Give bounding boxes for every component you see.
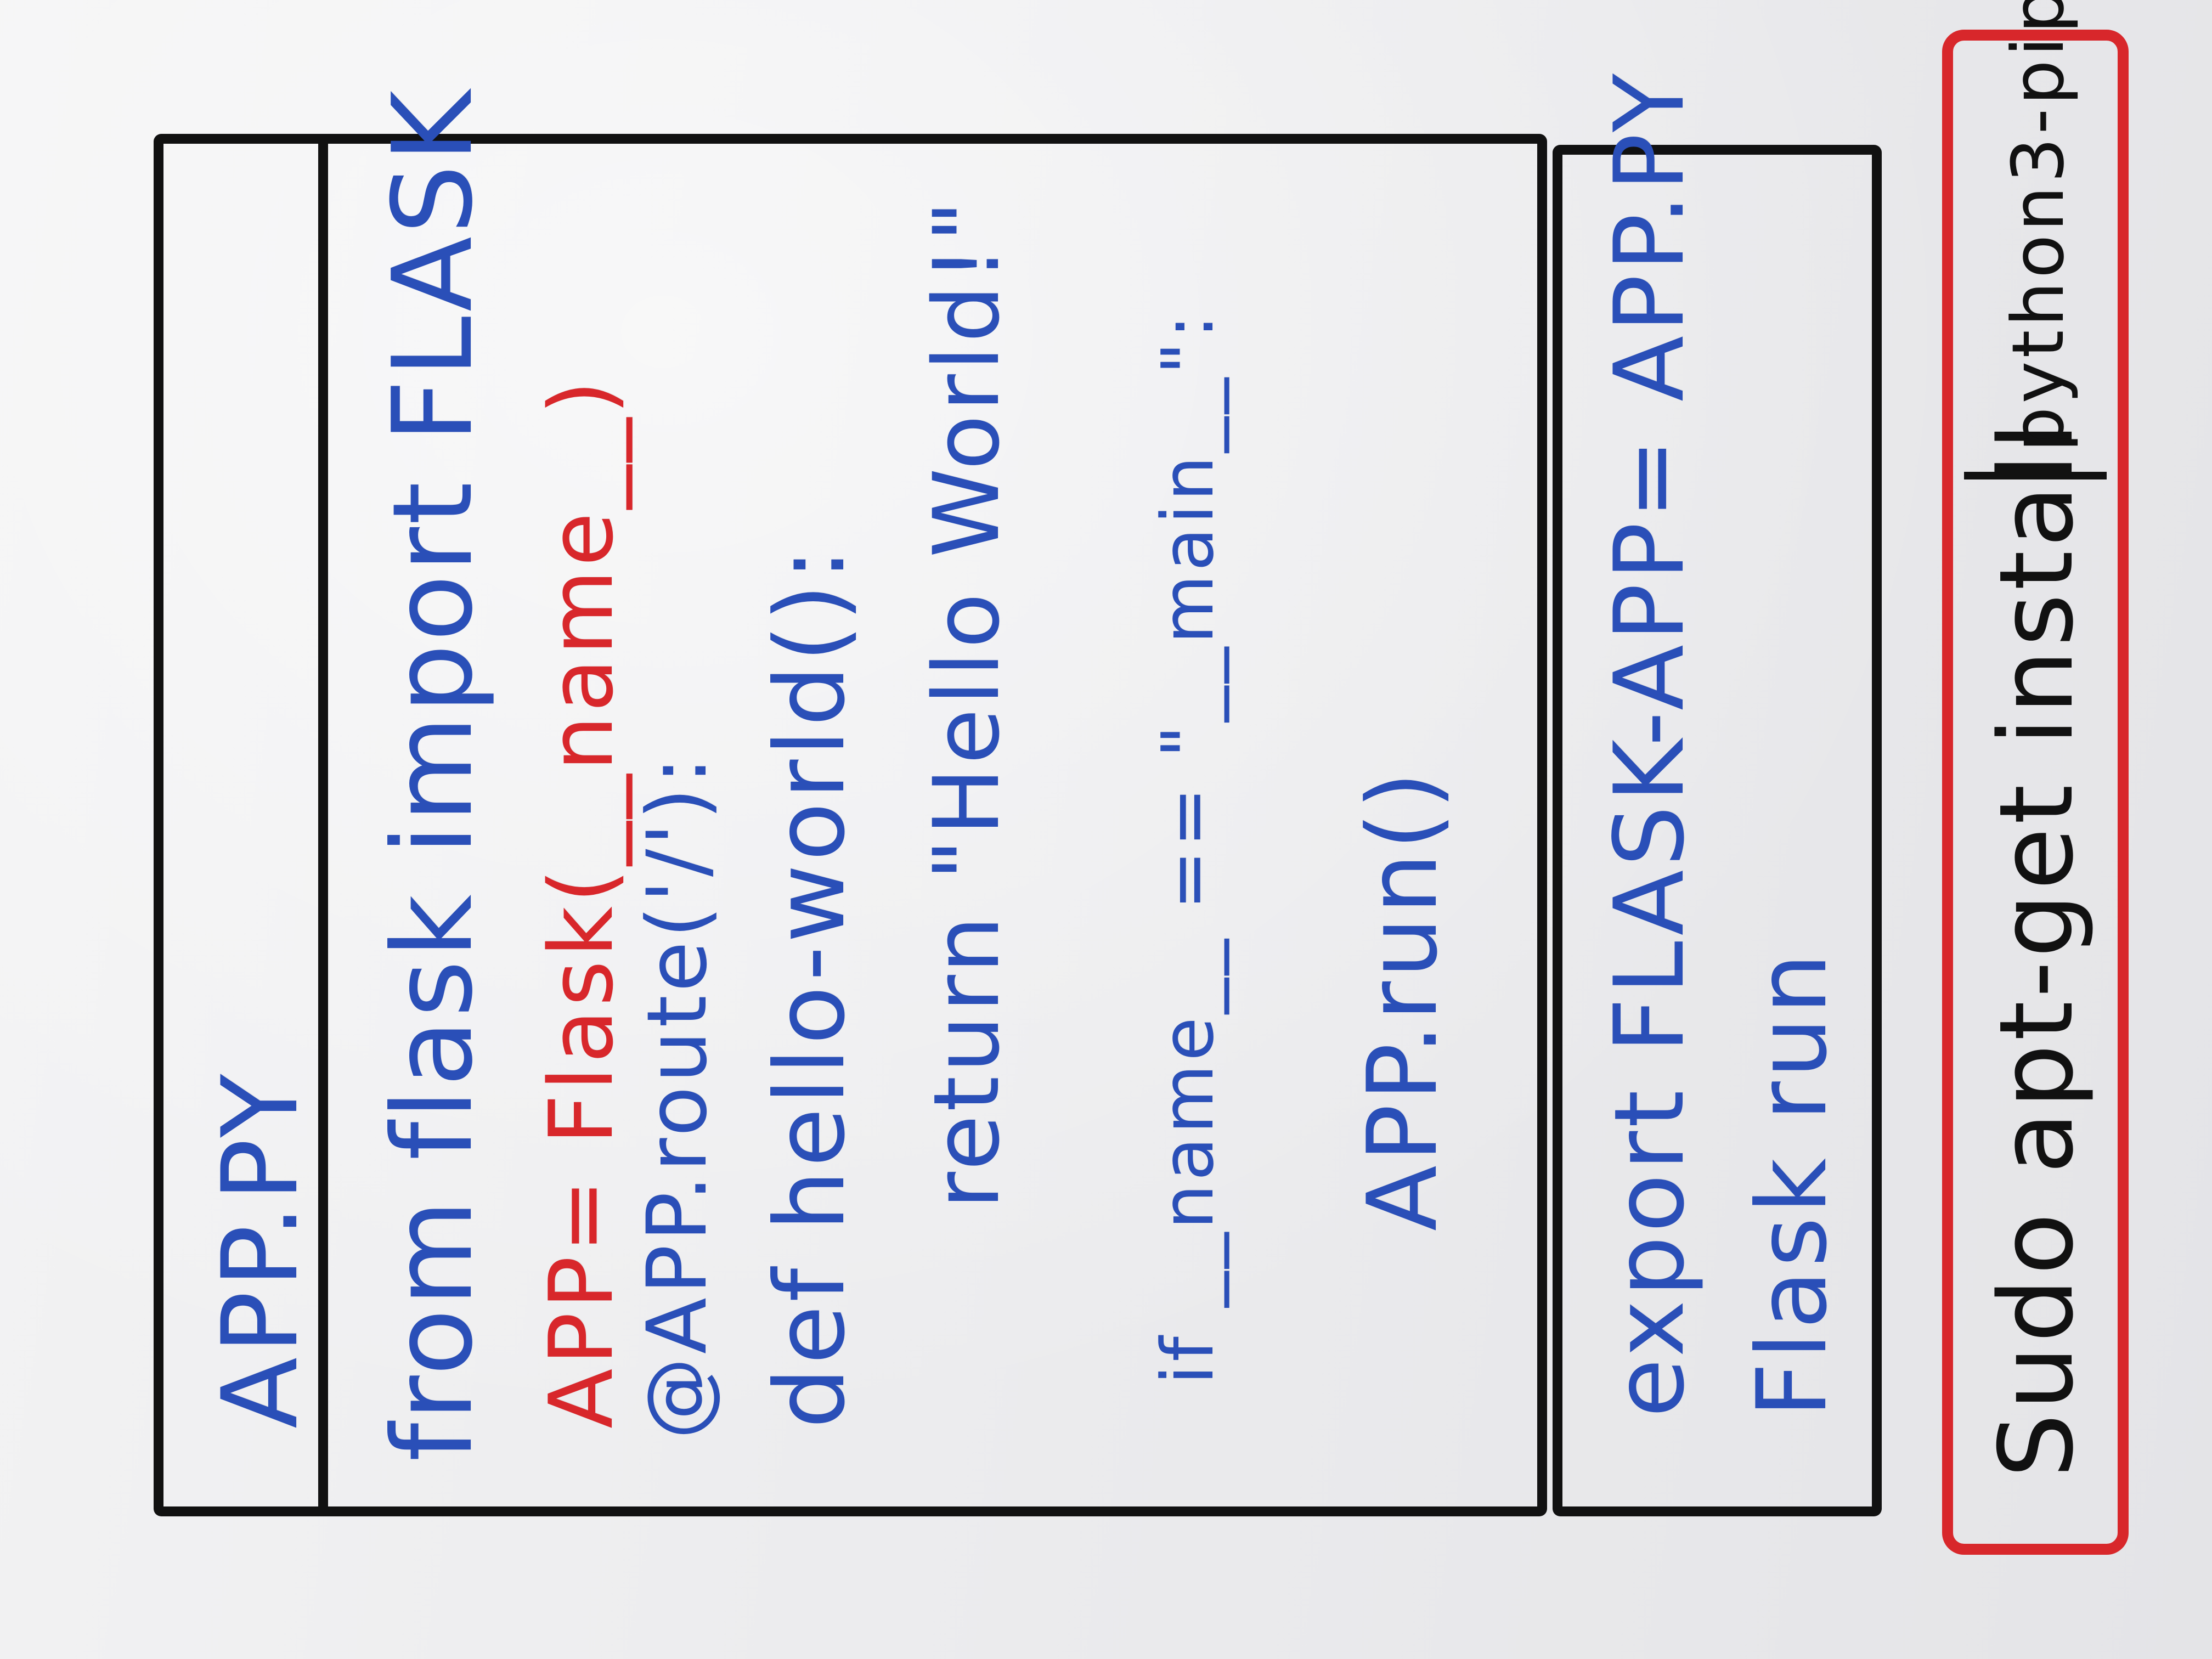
code-line-app-prefix: APP= (530, 1144, 633, 1429)
file-title: APP.PY (200, 1070, 321, 1429)
code-line-app: APP= Flask(__name__) (530, 377, 633, 1429)
code-line-if: if __name__ == "__main__": (1146, 311, 1229, 1385)
code-line-import: from flask import FLASK (369, 88, 497, 1462)
code-line-return: return "Hello World!" (914, 197, 1019, 1209)
code-line-route: @APP.route('/'): (630, 753, 725, 1440)
code-line-app-flask: Flask(__name__) (530, 377, 633, 1145)
install-package: python3-pip (1996, 0, 2080, 452)
command-export: export FLASK-APP= APP.PY (1594, 70, 1706, 1418)
install-command-separator (1964, 472, 2107, 479)
code-line-run: APP.run() (1347, 768, 1459, 1231)
install-command: Sudo apt-get install (1977, 419, 2096, 1478)
code-line-def: def hello-world(): (755, 545, 866, 1429)
command-flask-run: Flask run (1737, 950, 1848, 1418)
